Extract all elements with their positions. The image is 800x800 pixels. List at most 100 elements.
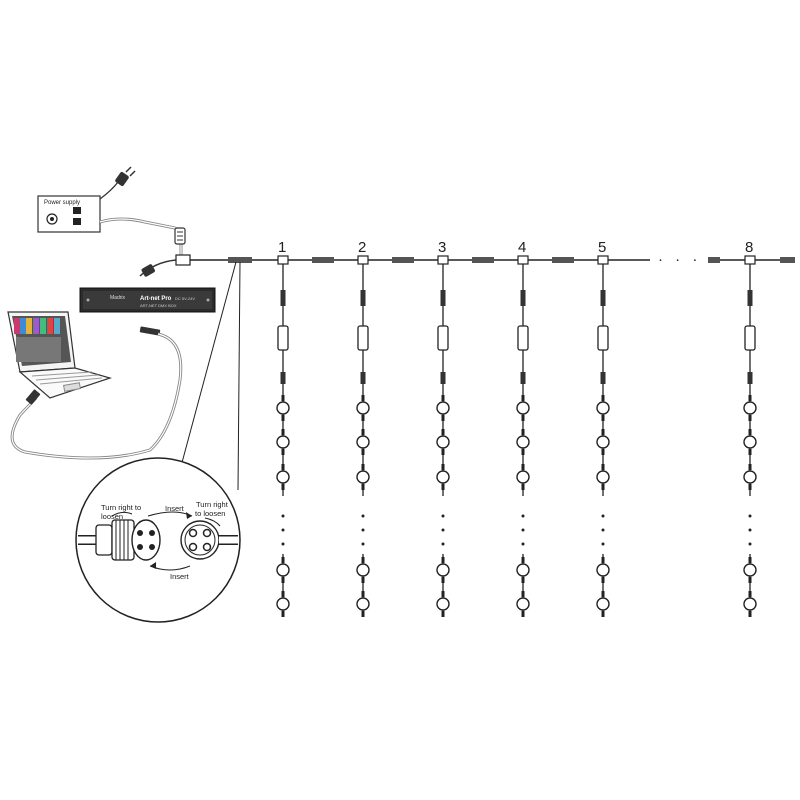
strand-connector xyxy=(280,372,286,384)
strand-number: 8 xyxy=(745,239,753,256)
strand-connector xyxy=(520,290,526,306)
input-connector xyxy=(139,259,177,277)
continuation-dot xyxy=(281,542,285,546)
detail-insert-bottom: Insert xyxy=(170,572,190,581)
continuation-dot xyxy=(521,528,525,532)
detail-insert-top: Insert xyxy=(165,504,185,513)
continuation-dot xyxy=(601,514,605,518)
pixel-node xyxy=(596,470,610,484)
pixel-node xyxy=(436,597,450,611)
bus-connector xyxy=(472,257,494,263)
continuation-dot xyxy=(748,514,752,518)
strand-connector xyxy=(360,372,366,384)
strand-tee xyxy=(597,255,609,265)
strand-number: 1 xyxy=(278,239,286,256)
pixel-node xyxy=(743,435,757,449)
pixel-node xyxy=(516,401,530,415)
continuation-dot xyxy=(441,514,445,518)
connector-detail: Turn right to loosen Insert Turn right t… xyxy=(75,457,241,623)
power-switch-icon xyxy=(46,213,58,225)
continuation-dot xyxy=(441,528,445,532)
dmx-controller: Madrix Art-net Pro ART-NET DMX BOX DC 5V… xyxy=(79,287,216,313)
strand-connector xyxy=(747,290,753,306)
pixel-node xyxy=(743,597,757,611)
continuation-dot xyxy=(748,528,752,532)
power-supply-label: Power supply xyxy=(44,200,80,206)
strand-connector xyxy=(440,290,446,306)
strand-number: 2 xyxy=(358,239,366,256)
pixel-node xyxy=(596,401,610,415)
male-connector xyxy=(78,519,161,561)
detail-right-label-2: to loosen xyxy=(195,509,225,518)
strand-connector xyxy=(280,290,286,306)
pixel-node xyxy=(276,563,290,577)
controller-line2: ART-NET DMX BOX xyxy=(140,303,177,308)
continuation-dot xyxy=(441,542,445,546)
network-cable xyxy=(10,326,183,460)
strand-connector xyxy=(600,372,606,384)
pixel-node xyxy=(276,401,290,415)
pixel-node xyxy=(516,470,530,484)
strand-number: 3 xyxy=(438,239,446,256)
detail-left-label-1: Turn right to xyxy=(101,503,141,512)
strand-tee xyxy=(517,255,529,265)
pixel-node xyxy=(436,563,450,577)
strand-capsule xyxy=(597,325,609,351)
continuation-dot xyxy=(601,542,605,546)
detail-left-label-2: loosen xyxy=(101,512,123,521)
strand-connector xyxy=(600,290,606,306)
zoom-indicator xyxy=(179,261,241,491)
bus-connector xyxy=(228,257,252,263)
continuation-dot xyxy=(748,542,752,546)
strand-capsule xyxy=(437,325,449,351)
controller-line3: DC 5V-24V xyxy=(175,296,195,301)
continuation-dot xyxy=(281,528,285,532)
continuation-dot xyxy=(361,528,365,532)
mains-plug xyxy=(99,166,136,200)
continuation-dot xyxy=(361,542,365,546)
strand-capsule xyxy=(517,325,529,351)
pixel-node xyxy=(436,401,450,415)
bus-connector xyxy=(780,257,795,263)
pixel-node xyxy=(356,435,370,449)
pixel-node xyxy=(516,597,530,611)
strand-connector xyxy=(440,372,446,384)
power-port-icon xyxy=(73,207,81,214)
continuation-dot xyxy=(601,528,605,532)
strand-connector xyxy=(747,372,753,384)
pixel-node xyxy=(516,435,530,449)
pixel-node xyxy=(743,470,757,484)
strand-connector xyxy=(520,372,526,384)
strand-ellipsis: · · · xyxy=(658,251,701,268)
female-connector xyxy=(180,520,238,560)
continuation-dot xyxy=(521,514,525,518)
pixel-node xyxy=(276,435,290,449)
strand-capsule xyxy=(744,325,756,351)
pixel-node xyxy=(516,563,530,577)
pixel-node xyxy=(436,470,450,484)
pixel-node xyxy=(596,563,610,577)
strand-capsule xyxy=(277,325,289,351)
controller-model: Art-net Pro xyxy=(140,296,172,302)
bus-connector xyxy=(552,257,574,263)
laptop xyxy=(7,311,113,399)
continuation-dot xyxy=(521,542,525,546)
main-bus xyxy=(175,254,795,266)
strand-tee xyxy=(437,255,449,265)
strand-tee xyxy=(744,255,756,265)
strand-connector xyxy=(360,290,366,306)
pixel-node xyxy=(743,563,757,577)
strand-tee xyxy=(277,255,289,265)
strand-capsule xyxy=(357,325,369,351)
strand-number: 4 xyxy=(518,239,526,256)
continuation-dot xyxy=(281,514,285,518)
pixel-node xyxy=(436,435,450,449)
pixel-node xyxy=(596,435,610,449)
controller-brand: Madrix xyxy=(110,295,126,301)
pixel-node xyxy=(743,401,757,415)
pixel-node xyxy=(596,597,610,611)
pixel-node xyxy=(276,597,290,611)
bus-connector xyxy=(708,257,720,263)
